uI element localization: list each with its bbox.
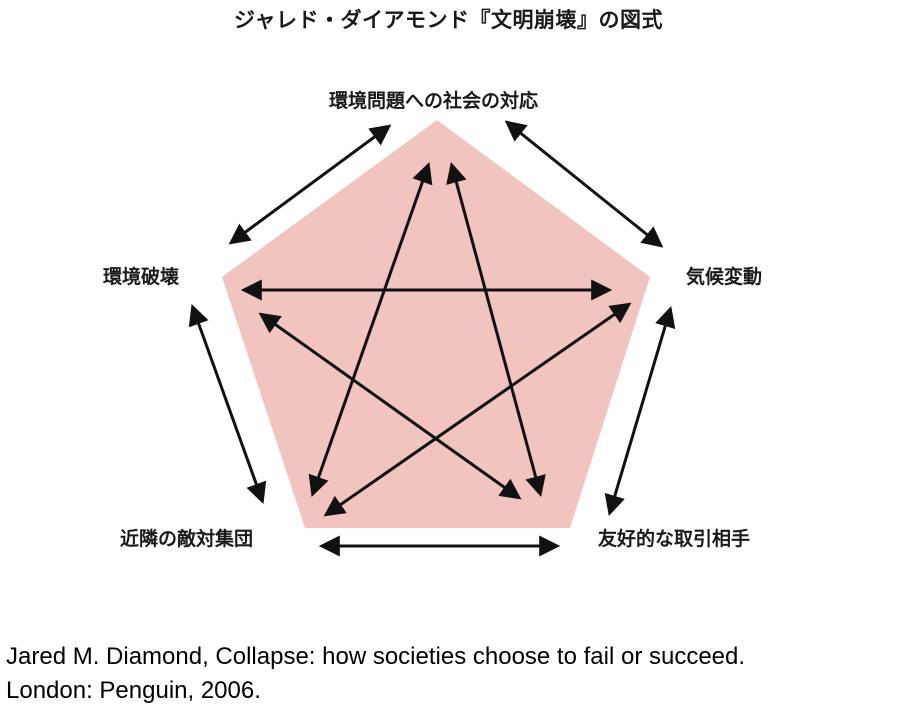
node-social-response-label: 環境問題への社会の対応 (328, 90, 538, 112)
citation: Jared M. Diamond, Collapse: how societie… (6, 640, 745, 708)
arrow-left-bottomleft (188, 304, 267, 504)
node-social-response: 環境問題への社会の対応 (0, 86, 897, 113)
pentagon-background (222, 120, 650, 528)
node-friendly-trade-partners: 友好的な取引相手 (598, 528, 751, 550)
node-climate-change: 気候変動 (686, 266, 763, 288)
arrow-top-right (504, 120, 664, 248)
citation-line-1: Jared M. Diamond, Collapse: how societie… (6, 643, 746, 670)
arrow-right-bottomleft (323, 302, 632, 517)
diagram-title: ジャレド・ダイアモンド『文明崩壊』の図式 (234, 8, 663, 32)
citation-line-2: London: Penguin, 2006. (6, 677, 261, 704)
node-environmental-damage: 環境破壊 (103, 266, 180, 288)
node-hostile-neighbors: 近隣の敵対集団 (120, 528, 254, 550)
